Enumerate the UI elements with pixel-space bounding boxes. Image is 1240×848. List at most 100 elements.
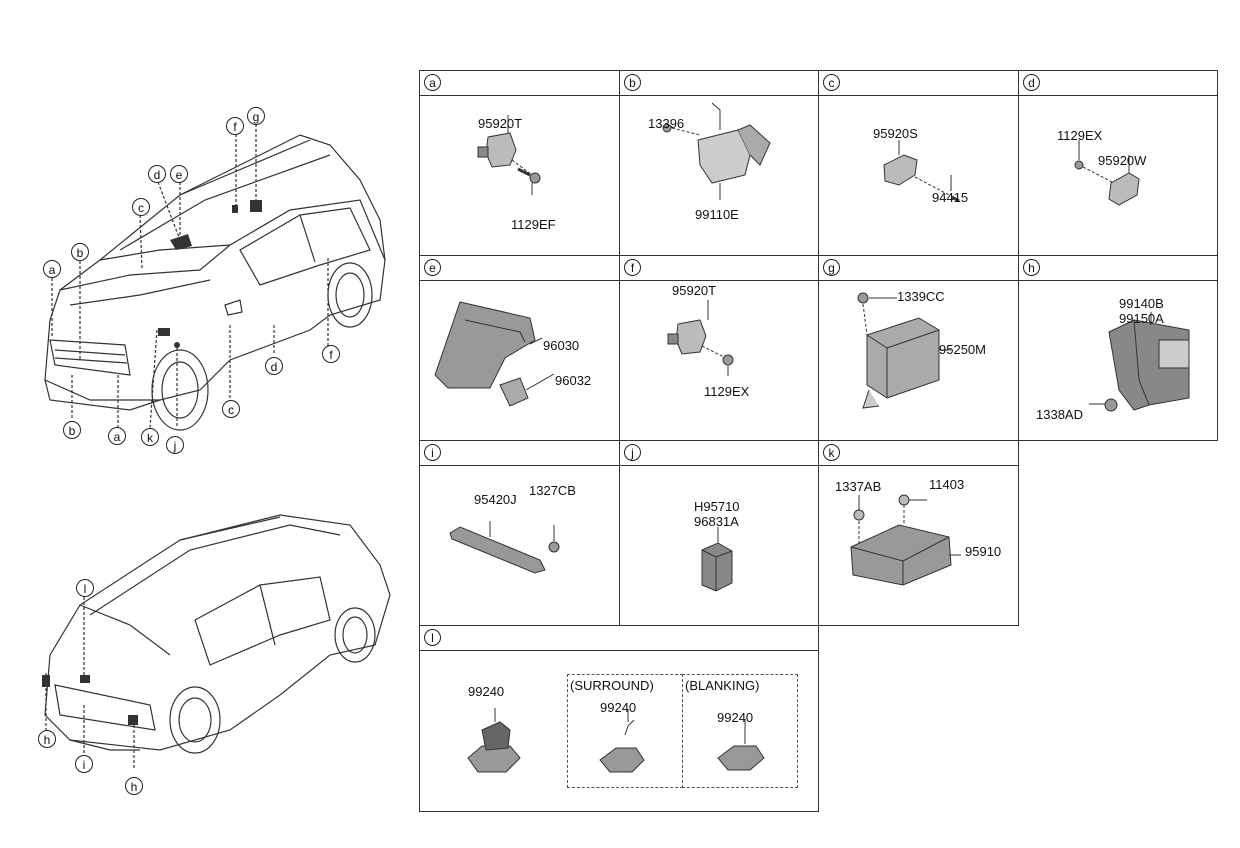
- part-number: 96032: [555, 373, 592, 388]
- callout-l-rear[interactable]: l: [76, 579, 94, 597]
- sensor-part-drawing: [667, 300, 734, 376]
- cell-letter: f: [624, 259, 641, 276]
- part-number: 95920T: [478, 116, 523, 131]
- blanking-title: (BLANKING): [685, 678, 760, 693]
- camera-cover-drawing: [434, 301, 555, 407]
- callout-f-top[interactable]: f: [226, 117, 244, 135]
- part-number: 1129EF: [511, 217, 556, 232]
- cell-header: e: [420, 256, 619, 281]
- part-number: 99240: [717, 710, 754, 725]
- part-number: 96831A: [694, 514, 739, 529]
- part-number: 13396: [648, 116, 685, 131]
- part-number: 99240: [468, 684, 505, 699]
- cell-header: a: [420, 71, 619, 96]
- callout-g-front[interactable]: g: [247, 107, 265, 125]
- rear-car-drawing: [42, 514, 391, 770]
- callout-a-front[interactable]: a: [43, 260, 61, 278]
- blanking-box: [682, 674, 798, 788]
- part-number: 95920S: [873, 126, 918, 141]
- part-number: 99110E: [695, 207, 739, 222]
- callout-b-front[interactable]: b: [71, 243, 89, 261]
- cell-d: d 1129EX 95920W: [1018, 70, 1218, 256]
- cell-header: c: [819, 71, 1018, 96]
- callout-f-side[interactable]: f: [322, 345, 340, 363]
- part-number: 95910: [965, 544, 1002, 559]
- cell-k: k 1337AB 11403 95910: [818, 440, 1019, 626]
- rear-car-view: [30, 505, 400, 805]
- camera-part-drawing: [467, 708, 765, 773]
- sensor-part-drawing: [477, 115, 541, 195]
- control-module-drawing: [857, 292, 951, 409]
- cell-letter: l: [424, 629, 441, 646]
- sensor-part-drawing: [883, 140, 960, 203]
- cell-c: c 95920S 94415: [818, 70, 1019, 256]
- cell-header: k: [819, 441, 1018, 466]
- cell-j: j H95710 96831A: [619, 440, 819, 626]
- front-car-view: [30, 100, 400, 460]
- callout-c-side[interactable]: c: [222, 400, 240, 418]
- cell-b: b 13396 99110E: [619, 70, 819, 256]
- callout-e-front[interactable]: e: [170, 165, 188, 183]
- cell-header: l: [420, 626, 818, 651]
- part-number: 1339CC: [897, 289, 945, 304]
- cell-header: j: [620, 441, 818, 466]
- part-number: 99240: [600, 700, 637, 715]
- part-number: 95920T: [672, 283, 717, 298]
- part-number: 99150A: [1119, 311, 1164, 326]
- cell-letter: e: [424, 259, 441, 276]
- sensor-part-drawing: [1074, 140, 1140, 206]
- cell-g: g 1339CC 95250M: [818, 255, 1019, 441]
- callout-h-rear-left[interactable]: h: [38, 730, 56, 748]
- cell-f: f 95920T 1129EX: [619, 255, 819, 441]
- cell-letter: h: [1023, 259, 1040, 276]
- cell-e: e 96030 96032: [419, 255, 620, 441]
- callout-i-rear[interactable]: i: [75, 755, 93, 773]
- part-number: 1129EX: [704, 384, 750, 399]
- airbag-module-drawing: [850, 494, 961, 586]
- callout-d-side[interactable]: d: [265, 357, 283, 375]
- antenna-part-drawing: [449, 521, 560, 574]
- cell-header: g: [819, 256, 1018, 281]
- part-number: H95710: [694, 499, 740, 514]
- surround-title: (SURROUND): [570, 678, 654, 693]
- cell-letter: j: [624, 444, 641, 461]
- part-number: 11403: [929, 477, 965, 492]
- cell-header: f: [620, 256, 818, 281]
- part-number: 1327CB: [529, 483, 576, 498]
- bracket-sensor-drawing: [1089, 312, 1190, 412]
- cell-letter: i: [424, 444, 441, 461]
- part-number: 1338AD: [1036, 407, 1083, 422]
- cell-letter: d: [1023, 74, 1040, 91]
- part-number: 1129EX: [1057, 128, 1103, 143]
- cell-letter: c: [823, 74, 840, 91]
- cell-letter: a: [424, 74, 441, 91]
- sensor-part-drawing: [701, 527, 733, 592]
- cell-header: h: [1019, 256, 1217, 281]
- callout-a-grille[interactable]: a: [108, 427, 126, 445]
- callout-h-rear-right[interactable]: h: [125, 777, 143, 795]
- cell-header: b: [620, 71, 818, 96]
- cell-letter: g: [823, 259, 840, 276]
- radar-unit-drawing: [662, 102, 771, 200]
- callout-b-bumper[interactable]: b: [63, 421, 81, 439]
- callout-k-front[interactable]: k: [141, 428, 159, 446]
- cell-h: h 99140B 99150A 1338AD: [1018, 255, 1218, 441]
- callout-d-front[interactable]: d: [148, 165, 166, 183]
- cell-a: a 95920T 1129EF: [419, 70, 620, 256]
- cell-header: d: [1019, 71, 1217, 96]
- part-number: 94415: [932, 190, 969, 205]
- callout-j-front[interactable]: j: [166, 436, 184, 454]
- cell-i: i 95420J 1327CB: [419, 440, 620, 626]
- callout-c-front[interactable]: c: [132, 198, 150, 216]
- cell-l: l (SURROUND) (BLANKING) 99240 99240 9924…: [419, 625, 819, 812]
- part-number: 95420J: [474, 492, 517, 507]
- part-number: 1337AB: [835, 479, 882, 494]
- part-number: 96030: [543, 338, 580, 353]
- part-number: 99140B: [1119, 296, 1164, 311]
- cell-header: i: [420, 441, 619, 466]
- part-number: 95250M: [939, 342, 986, 357]
- cell-letter: k: [823, 444, 840, 461]
- cell-letter: b: [624, 74, 641, 91]
- part-number: 95920W: [1098, 153, 1147, 168]
- front-car-drawing: [44, 124, 386, 431]
